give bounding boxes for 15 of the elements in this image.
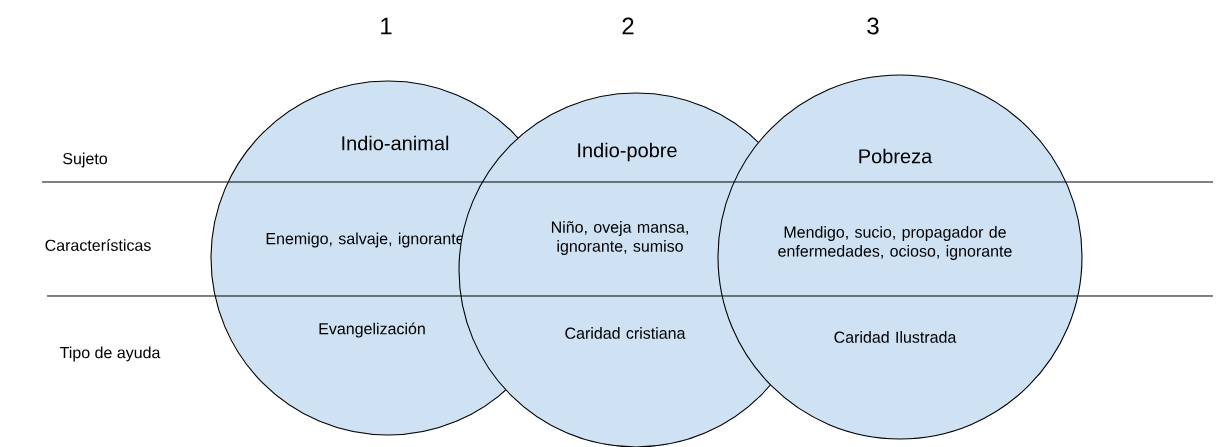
aid-type-text: Evangelización <box>319 322 425 338</box>
characteristics-text: Enemigo, salvaje, ignorante <box>266 232 464 248</box>
column-number: 2 <box>622 17 634 35</box>
row-label: Sujeto <box>63 152 107 168</box>
row-label: Tipo de ayuda <box>59 346 161 362</box>
aid-type-text: Caridad cristiana <box>565 327 686 339</box>
column-number: 3 <box>867 17 879 35</box>
subject-label: Pobreza <box>859 148 933 164</box>
subject-label: Indio-animal <box>342 135 449 151</box>
column-number: 1 <box>381 17 392 35</box>
subject-label: Indio-pobre <box>578 142 677 162</box>
aid-type-text: Caridad Ilustrada <box>834 331 957 343</box>
characteristics-text: Niño, oveja mansa, ignorante, sumiso <box>551 221 688 255</box>
characteristics-text: Mendigo, sucio, propagador de enfermedades, ocioso, ignorante <box>778 226 1012 260</box>
row-label: Características <box>45 239 151 251</box>
